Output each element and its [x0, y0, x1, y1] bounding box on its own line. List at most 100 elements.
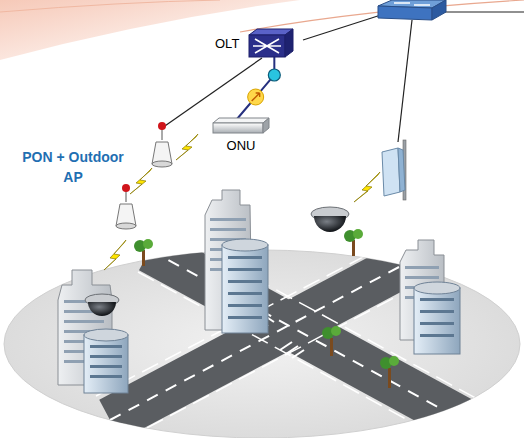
panel-antenna	[382, 140, 406, 200]
network-link-part	[303, 14, 384, 40]
building-part	[228, 256, 262, 319]
olt-icon	[245, 27, 295, 59]
building-part-part	[90, 375, 122, 378]
dome-camera-part	[314, 216, 346, 232]
building-part	[90, 345, 122, 378]
device-label: ONU	[227, 138, 256, 153]
road-crossing	[96, 218, 494, 438]
dome-camera	[85, 294, 119, 316]
outdoor-ap-part	[158, 122, 166, 130]
building-part	[222, 239, 268, 251]
wireless-bolt-part	[354, 172, 380, 202]
tree-part	[389, 356, 399, 366]
building-part-part	[420, 322, 454, 325]
dome-camera	[311, 207, 349, 232]
tree-part	[388, 368, 391, 388]
panel-antenna-part	[382, 148, 400, 196]
building-part-part	[90, 355, 122, 358]
road-crossing-part-part	[286, 346, 298, 354]
ethernet-switch-part	[378, 6, 432, 20]
building-part-part	[90, 365, 122, 368]
ethernet-switch-part-part	[414, 4, 430, 6]
onu-icon-front	[213, 123, 263, 133]
tree	[134, 239, 153, 266]
ethernet-switch-part	[432, 0, 446, 20]
network-caption: PON + Outdoor AP	[18, 147, 128, 187]
header-decoration-part	[0, 0, 220, 12]
ethernet-switch	[378, 0, 446, 20]
road-crossing-part	[138, 272, 466, 438]
wireless-bolt	[104, 134, 380, 270]
tree-part	[143, 239, 153, 249]
wireless-bolt-part	[176, 134, 198, 160]
header-decoration	[0, 0, 524, 60]
building-part-part	[228, 280, 262, 283]
onu-icon-side	[263, 118, 269, 133]
network-link-part	[398, 20, 412, 142]
splitter-mark	[252, 93, 260, 101]
building-part-part	[228, 256, 262, 259]
outdoor-ap	[152, 122, 172, 167]
road-crossing-part-part	[280, 342, 292, 350]
panel-antenna-part	[398, 148, 405, 192]
tree-part	[330, 338, 333, 356]
building-part-part	[210, 228, 246, 231]
outdoor-ap	[116, 184, 136, 229]
building-part-part	[405, 276, 439, 279]
building-part-part	[420, 310, 454, 313]
building-part-part	[420, 334, 454, 337]
building-part-part	[64, 320, 104, 323]
building-part-part	[210, 218, 246, 221]
road-crossing-part	[96, 218, 438, 396]
olt-device: OLT	[215, 27, 295, 59]
olt-icon-front	[249, 35, 285, 57]
ethernet-switch-part-part	[394, 2, 410, 4]
outdoor-ap-part	[152, 161, 172, 167]
building-part	[414, 282, 460, 294]
optical-splitter	[248, 89, 264, 105]
onu-device: ONU	[210, 117, 272, 153]
building-part	[84, 329, 128, 341]
outdoor-ap-part	[122, 184, 130, 192]
building-part-part	[90, 345, 122, 348]
wireless-bolt-part	[104, 240, 126, 270]
building-part	[84, 335, 128, 393]
ethernet-switch-part	[394, 3, 430, 5]
tree-part	[353, 229, 363, 239]
fiber-link	[237, 57, 280, 119]
building-part-part	[228, 316, 262, 319]
building-part-part	[228, 304, 262, 307]
onu-icon-top	[213, 118, 269, 123]
tree-part	[142, 250, 145, 266]
building-part	[414, 288, 460, 354]
building	[205, 190, 268, 333]
fiber-joint	[268, 69, 280, 81]
olt-icon-side	[285, 29, 293, 57]
header-decoration-part	[0, 0, 300, 60]
onu-icon	[211, 117, 271, 135]
outdoor-ap-part	[116, 223, 136, 229]
dome-camera-part	[88, 302, 116, 316]
tree-part	[331, 326, 341, 336]
building-part-part	[228, 292, 262, 295]
tree	[322, 326, 341, 356]
tree-part	[352, 240, 355, 256]
wireless-bolt-part	[130, 168, 152, 194]
building-part	[420, 298, 454, 337]
building-part-part	[405, 266, 439, 269]
tree	[380, 356, 399, 388]
fiber-line	[237, 57, 274, 119]
road-crossing-part	[124, 262, 462, 438]
network-link-part	[440, 11, 524, 12]
building-part	[222, 245, 268, 333]
building-part-part	[228, 268, 262, 271]
building	[58, 270, 128, 393]
building-part-part	[420, 298, 454, 301]
device-label: OLT	[215, 36, 239, 51]
tree	[344, 229, 363, 256]
road-crossing-part-part	[292, 350, 304, 358]
building	[400, 240, 460, 354]
